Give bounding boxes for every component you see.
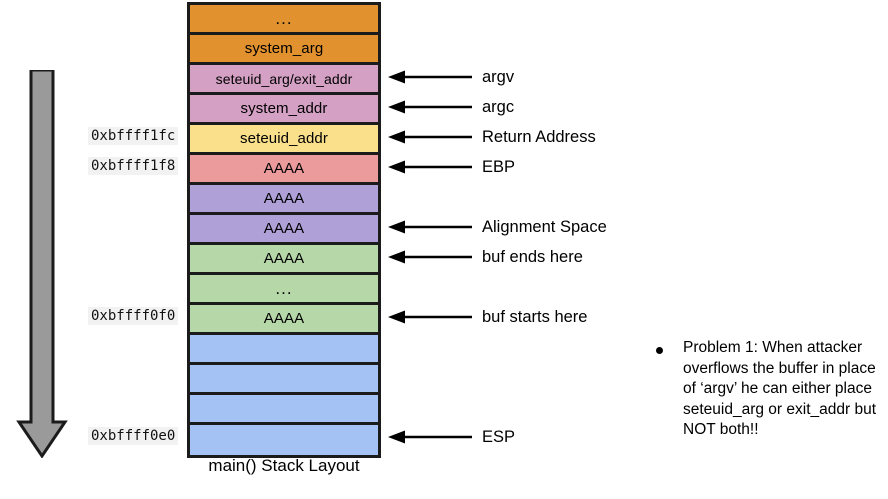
pointer-annotation: argc (388, 98, 514, 116)
left-arrow-icon (388, 430, 472, 444)
problem-note: Problem 1: When attacker overflows the b… (656, 338, 880, 441)
stack-row: ... (190, 5, 378, 35)
pointer-label: argc (482, 97, 515, 116)
left-arrow-icon (388, 250, 472, 264)
pointer-annotation: Alignment Space (388, 218, 607, 236)
pointer-annotation: argv (388, 68, 514, 86)
problem-note-text: Problem 1: When attacker overflows the b… (683, 339, 877, 438)
stack-row: system_arg (190, 35, 378, 65)
stack-row: AAAA (190, 185, 378, 215)
stack-growth-direction-arrow (16, 68, 68, 459)
stack-row: AAAA (190, 245, 378, 275)
left-arrow-icon (388, 130, 472, 144)
pointer-label: Alignment Space (482, 217, 607, 236)
stack-row-label: AAAA (263, 220, 305, 237)
stack-row (190, 365, 378, 395)
pointer-label: argv (482, 67, 515, 86)
stack-row-label: system_arg (244, 40, 324, 57)
pointer-label: Return Address (482, 127, 596, 146)
address-label: 0xbffff0e0 (88, 427, 179, 445)
down-arrow-icon (16, 68, 68, 459)
pointer-annotation: EBP (388, 158, 515, 176)
left-arrow-icon (388, 220, 472, 234)
left-arrow-icon (388, 310, 472, 324)
pointer-label: buf ends here (482, 247, 583, 266)
stack-row: system_addr (190, 95, 378, 125)
stack-row: ... (190, 275, 378, 305)
stack-row-label: AAAA (263, 160, 305, 177)
stack-row-label: AAAA (263, 190, 305, 207)
pointer-annotation: buf starts here (388, 308, 587, 326)
left-arrow-icon (388, 70, 472, 84)
stack-row: AAAA (190, 215, 378, 245)
stack-row-label: ... (275, 8, 293, 28)
pointer-label: buf starts here (482, 307, 588, 326)
stack-row-label: ... (275, 278, 293, 298)
address-label: 0xbffff1fc (88, 127, 179, 145)
pointer-label: EBP (482, 157, 516, 176)
stack-row-label: AAAA (263, 310, 305, 327)
left-arrow-icon (388, 100, 472, 114)
stack-caption: main() Stack Layout (208, 456, 360, 475)
stack-row (190, 335, 378, 365)
stack-row (190, 425, 378, 455)
stack-row-label: seteuid_arg/exit_addr (215, 70, 353, 87)
pointer-annotation: Return Address (388, 128, 596, 146)
stack-row: seteuid_arg/exit_addr (190, 65, 378, 95)
bullet-dot-icon (656, 347, 663, 354)
stack-row-label: system_addr (240, 100, 328, 117)
stack-row (190, 395, 378, 425)
stack-row: AAAA (190, 305, 378, 335)
address-label: 0xbffff0f0 (88, 307, 179, 325)
pointer-annotation: buf ends here (388, 248, 583, 266)
stack-row-label: seteuid_addr (240, 130, 328, 147)
pointer-label: ESP (482, 427, 516, 446)
left-arrow-icon (388, 160, 472, 174)
stack-row-label: AAAA (263, 250, 305, 267)
stack-row: AAAA (190, 155, 378, 185)
stack-row: seteuid_addr (190, 125, 378, 155)
pointer-annotation: ESP (388, 428, 515, 446)
address-label: 0xbffff1f8 (88, 157, 179, 175)
